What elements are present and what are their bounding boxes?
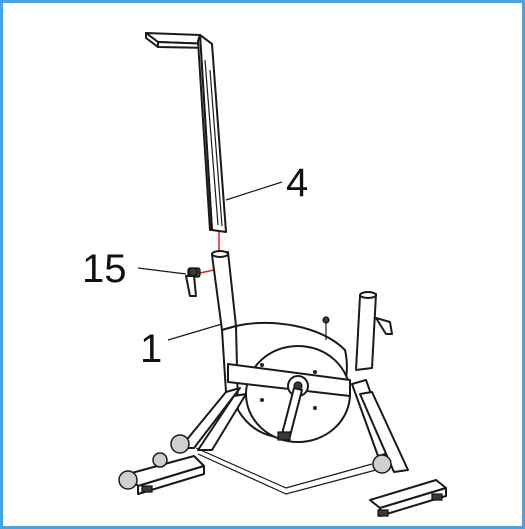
handlebar-post-icon [145, 32, 227, 233]
callout-label-15: 15 [82, 247, 127, 291]
knob-bolt-icon [185, 267, 215, 297]
callout-1-leader [167, 323, 223, 341]
bike-frame-icon [118, 250, 447, 517]
callout-15-leader [137, 267, 187, 275]
callout-label-4: 4 [286, 161, 308, 205]
callout-4-leader [225, 181, 283, 201]
callout-label-1: 1 [140, 327, 162, 371]
